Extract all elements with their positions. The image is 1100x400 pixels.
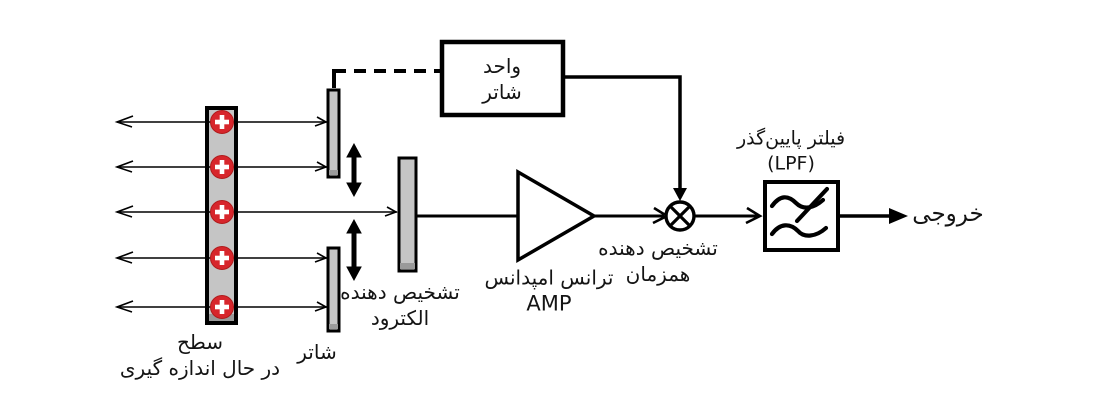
amplifier-label-line2: AMP bbox=[526, 291, 572, 316]
amplifier-label-line1: ترانس امپدانس bbox=[484, 265, 614, 290]
arrowhead-right-icon bbox=[384, 206, 398, 217]
arrowhead-right-icon bbox=[889, 208, 908, 224]
lowpass-wave-icon bbox=[769, 186, 830, 238]
shutter-label: شاتر bbox=[297, 340, 337, 364]
arrowhead-down-icon bbox=[673, 188, 687, 201]
amplifier-label: ترانس امپدانس AMP bbox=[484, 264, 613, 317]
surface-label-line2: در حال اندازه گیری bbox=[119, 356, 281, 380]
plus-charge-icon bbox=[210, 246, 234, 270]
arrowhead-left-icon bbox=[114, 160, 134, 173]
sync-detector-label: تشخیص دهنده همزمان bbox=[598, 235, 718, 287]
vibration-arrow-bottom bbox=[346, 218, 362, 282]
lpf-box bbox=[763, 180, 840, 252]
electrode-label-line2: الکترود bbox=[370, 306, 430, 330]
plus-charge-icon bbox=[210, 200, 234, 224]
amplifier-triangle-icon bbox=[516, 168, 598, 264]
mixer-to-lpf-wire bbox=[694, 206, 763, 225]
electrode-bar bbox=[397, 156, 418, 273]
arrowhead-right-icon bbox=[745, 206, 763, 225]
arrowhead-left-icon bbox=[114, 205, 134, 218]
sync-detector-label-line1: تشخیص دهنده bbox=[598, 236, 718, 260]
arrowhead-right-icon bbox=[314, 161, 328, 172]
surface-label-line1: سطح bbox=[176, 330, 224, 354]
arrowhead-right-icon bbox=[314, 116, 328, 127]
charge-icons bbox=[210, 110, 234, 319]
output-arrow bbox=[840, 208, 908, 224]
shutter-unit-to-mixer-wire bbox=[565, 75, 687, 201]
lpf-label-line2: (LPF) bbox=[767, 152, 815, 174]
shutter-plate-top bbox=[326, 88, 341, 179]
electrode-label: تشخیص دهنده الکترود bbox=[340, 279, 460, 331]
plus-charge-icon bbox=[210, 110, 234, 134]
lpf-label-line1: فیلتر پایین‌گذر bbox=[736, 127, 846, 150]
plus-charge-icon bbox=[210, 155, 234, 179]
shutter-unit-label-line2: شاتر bbox=[482, 80, 522, 104]
arrowhead-left-icon bbox=[114, 115, 134, 128]
shutter-control-dashed-line bbox=[332, 69, 441, 88]
electrode-label-line1: تشخیص دهنده bbox=[340, 280, 460, 304]
arrowhead-right-icon bbox=[314, 301, 328, 312]
mixer-icon bbox=[664, 200, 696, 232]
amp-to-mixer-wire bbox=[594, 206, 670, 225]
lpf-label: فیلتر پایین‌گذر (LPF) bbox=[737, 126, 845, 175]
shutter-unit-box bbox=[439, 39, 566, 118]
output-label: خروجی bbox=[912, 201, 984, 228]
shutter-unit-label: واحد شاتر bbox=[482, 53, 521, 105]
shutter-plate-bottom bbox=[326, 246, 341, 333]
arrowhead-left-icon bbox=[114, 300, 134, 313]
shutter-unit-label-line1: واحد bbox=[482, 54, 522, 78]
plus-charge-icon bbox=[210, 295, 234, 319]
arrowhead-left-icon bbox=[114, 251, 134, 264]
sync-detector-label-line2: همزمان bbox=[625, 262, 691, 286]
surface-label: سطح در حال اندازه گیری bbox=[120, 329, 280, 381]
arrowhead-right-icon bbox=[314, 252, 328, 263]
vibration-arrow-top bbox=[346, 142, 362, 198]
